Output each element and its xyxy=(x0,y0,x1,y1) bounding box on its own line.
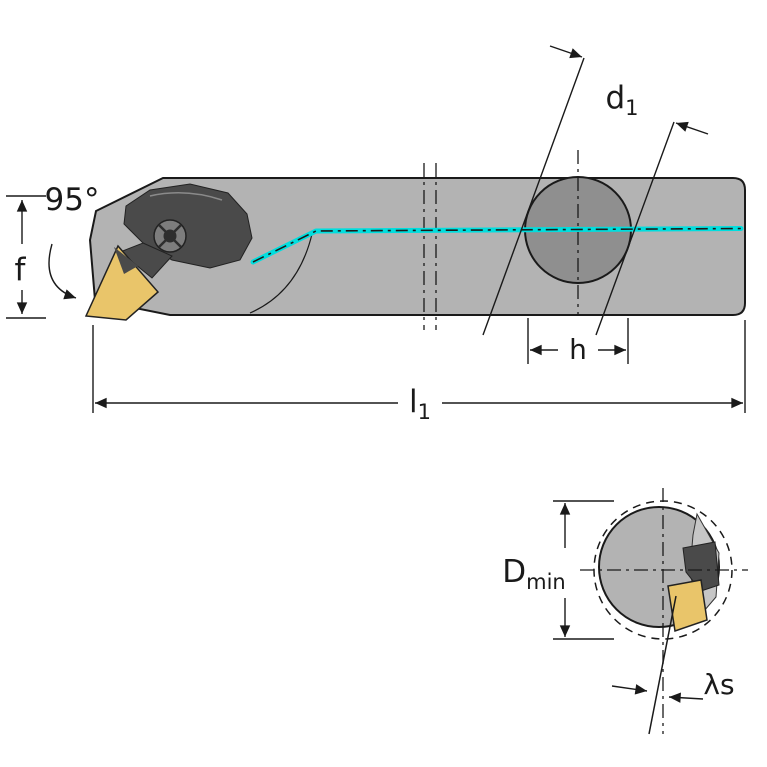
dim-lambda-arrow-left xyxy=(611,684,648,695)
dim-lambda-arrow-right xyxy=(668,692,704,703)
dim-f-label: f xyxy=(15,252,27,288)
dim-h-label: h xyxy=(569,333,587,366)
dim-d1-tangent-left xyxy=(482,57,585,336)
axis-centerline xyxy=(252,227,742,263)
dim-l1-label: l1 xyxy=(409,384,431,424)
dim-d1-arrow-left xyxy=(549,45,583,59)
entering-angle-arc xyxy=(48,243,77,300)
dim-d1-arrow-right xyxy=(675,121,709,135)
section-view: Dmin λs xyxy=(502,488,748,735)
dim-d1-tangent-right xyxy=(595,121,675,336)
side-view: d1 f 95° h l1 xyxy=(6,45,746,424)
dim-lambda-label: λs xyxy=(703,668,734,701)
section-clamp xyxy=(682,541,720,592)
head-transition-line xyxy=(249,233,313,314)
entering-angle-label: 95° xyxy=(45,182,100,218)
dim-dmin-label: Dmin xyxy=(502,554,565,594)
clamp-screw-center xyxy=(163,229,177,243)
clamp-highlight xyxy=(149,192,223,201)
lambda-inclination-line xyxy=(648,595,677,735)
clamp-body xyxy=(123,183,253,269)
dim-d1-label: d1 xyxy=(605,80,638,120)
insert-clamp-notch xyxy=(114,247,138,274)
cutting-insert xyxy=(84,244,160,321)
clamp-finger xyxy=(119,242,173,279)
